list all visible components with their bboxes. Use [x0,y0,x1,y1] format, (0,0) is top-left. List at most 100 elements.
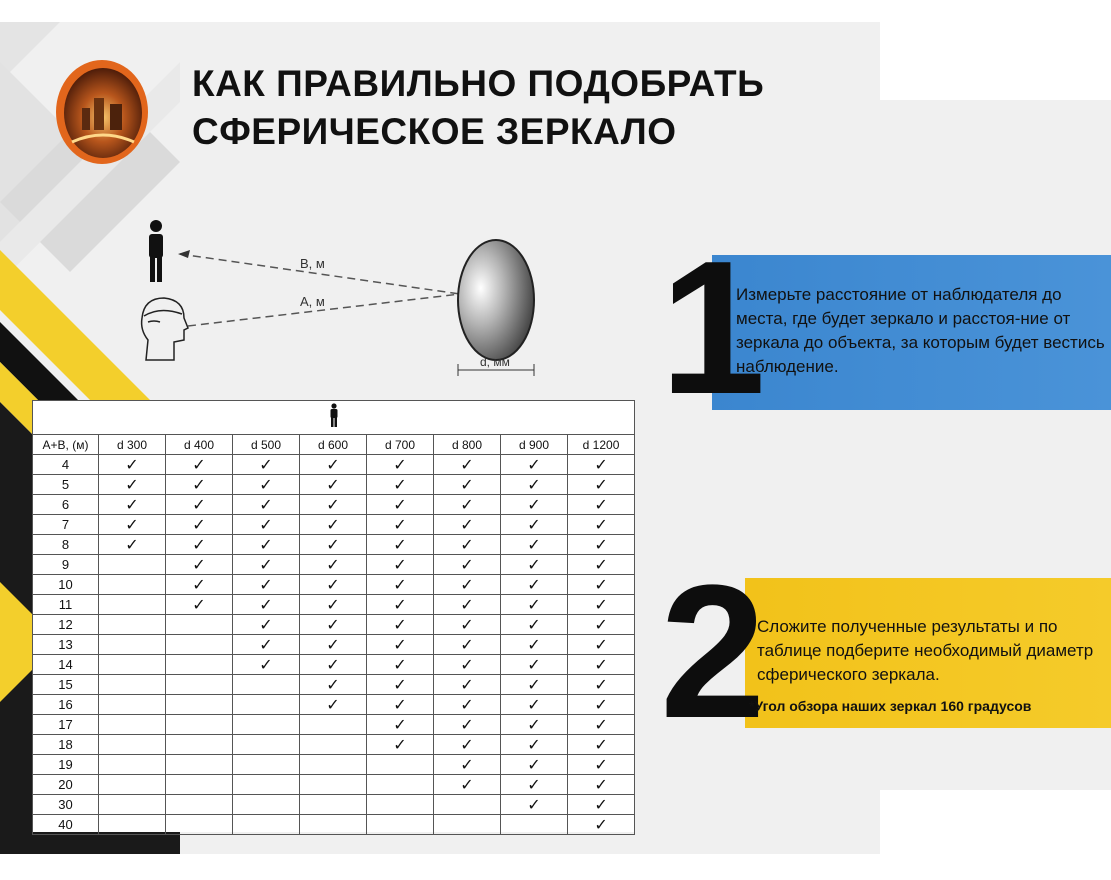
table-cell: ✓ [500,594,568,615]
check-icon: ✓ [259,634,273,654]
table-cell: ✓ [566,554,636,575]
row-distance-label: 12 [32,614,99,635]
table-cell: ✓ [566,814,636,835]
column-header: d 900 [500,434,568,455]
check-icon: ✓ [460,734,474,754]
table-row: 10✓✓✓✓✓✓✓ [32,574,636,595]
check-icon: ✓ [460,654,474,674]
check-icon: ✓ [594,554,608,574]
table-cell: ✓ [566,674,636,695]
check-icon: ✓ [460,694,474,714]
row-distance-label: 11 [32,594,99,615]
check-icon: ✓ [259,454,273,474]
table-cell [165,774,233,795]
check-icon: ✓ [460,774,474,794]
table-cell: ✓ [165,534,233,555]
table-cell: ✓ [232,594,300,615]
label-a: A, м [300,294,325,309]
table-cell [433,814,501,835]
table-person-header [31,400,636,435]
table-cell: ✓ [299,514,367,535]
table-cell: ✓ [500,734,568,755]
check-icon: ✓ [594,674,608,694]
table-cell: ✓ [299,474,367,495]
title-line-2: СФЕРИЧЕСКОЕ ЗЕРКАЛО [192,111,677,152]
table-cell: ✓ [232,454,300,475]
table-cell [366,814,434,835]
table-cell [98,574,166,595]
table-cell: ✓ [232,474,300,495]
row-distance-label: 7 [32,514,99,535]
check-icon: ✓ [527,574,541,594]
check-icon: ✓ [393,694,407,714]
table-cell [232,674,300,695]
table-cell: ✓ [366,514,434,535]
check-icon: ✓ [594,574,608,594]
step1-text: Измерьте расстояние от наблюдателя до ме… [736,285,1105,376]
table-cell: ✓ [299,654,367,675]
check-icon: ✓ [393,734,407,754]
check-icon: ✓ [527,554,541,574]
table-cell [433,794,501,815]
check-icon: ✓ [393,554,407,574]
table-cell: ✓ [566,794,636,815]
check-icon: ✓ [460,474,474,494]
table-cell: ✓ [299,674,367,695]
check-icon: ✓ [393,494,407,514]
check-icon: ✓ [594,474,608,494]
check-icon: ✓ [125,534,139,554]
table-row: 40 ✓ [32,814,636,835]
table-cell: ✓ [433,734,501,755]
check-icon: ✓ [393,674,407,694]
table-cell [165,654,233,675]
check-icon: ✓ [460,754,474,774]
table-cell: ✓ [433,474,501,495]
table-cell [165,734,233,755]
table-cell: ✓ [500,654,568,675]
table-cell: ✓ [566,754,636,775]
check-icon: ✓ [192,474,206,494]
dashed-line-b [179,253,461,295]
table-row: 18✓✓✓✓ [32,734,636,755]
check-icon: ✓ [594,614,608,634]
table-cell: ✓ [366,534,434,555]
check-icon: ✓ [192,554,206,574]
table-cell: ✓ [500,754,568,775]
table-cell: ✓ [433,594,501,615]
table-row: 19✓✓✓ [32,754,636,775]
row-distance-label: 40 [32,814,99,835]
table-cell: ✓ [366,714,434,735]
column-header: d 300 [98,434,166,455]
check-icon: ✓ [326,494,340,514]
check-icon: ✓ [125,474,139,494]
check-icon: ✓ [594,594,608,614]
check-icon: ✓ [460,614,474,634]
check-icon: ✓ [326,654,340,674]
row-distance-label: 4 [32,454,99,475]
check-icon: ✓ [594,494,608,514]
table-cell: ✓ [98,454,166,475]
table-cell [232,734,300,755]
table-row: 30✓✓ [32,794,636,815]
table-cell: ✓ [299,614,367,635]
table-cell: ✓ [165,594,233,615]
table-cell: ✓ [299,534,367,555]
table-cell: ✓ [566,714,636,735]
step2-box [745,578,1111,728]
table-row: 12✓✓✓✓✓✓ [32,614,636,635]
table-row: 17✓✓✓✓ [32,714,636,735]
table-cell: ✓ [566,734,636,755]
check-icon: ✓ [326,534,340,554]
table-cell: ✓ [500,574,568,595]
check-icon: ✓ [192,514,206,534]
table-cell [232,814,300,835]
table-cell: ✓ [366,594,434,615]
check-icon: ✓ [259,514,273,534]
table-cell: ✓ [299,594,367,615]
table-cell: ✓ [566,694,636,715]
check-icon: ✓ [259,654,273,674]
table-cell [98,734,166,755]
check-icon: ✓ [527,594,541,614]
